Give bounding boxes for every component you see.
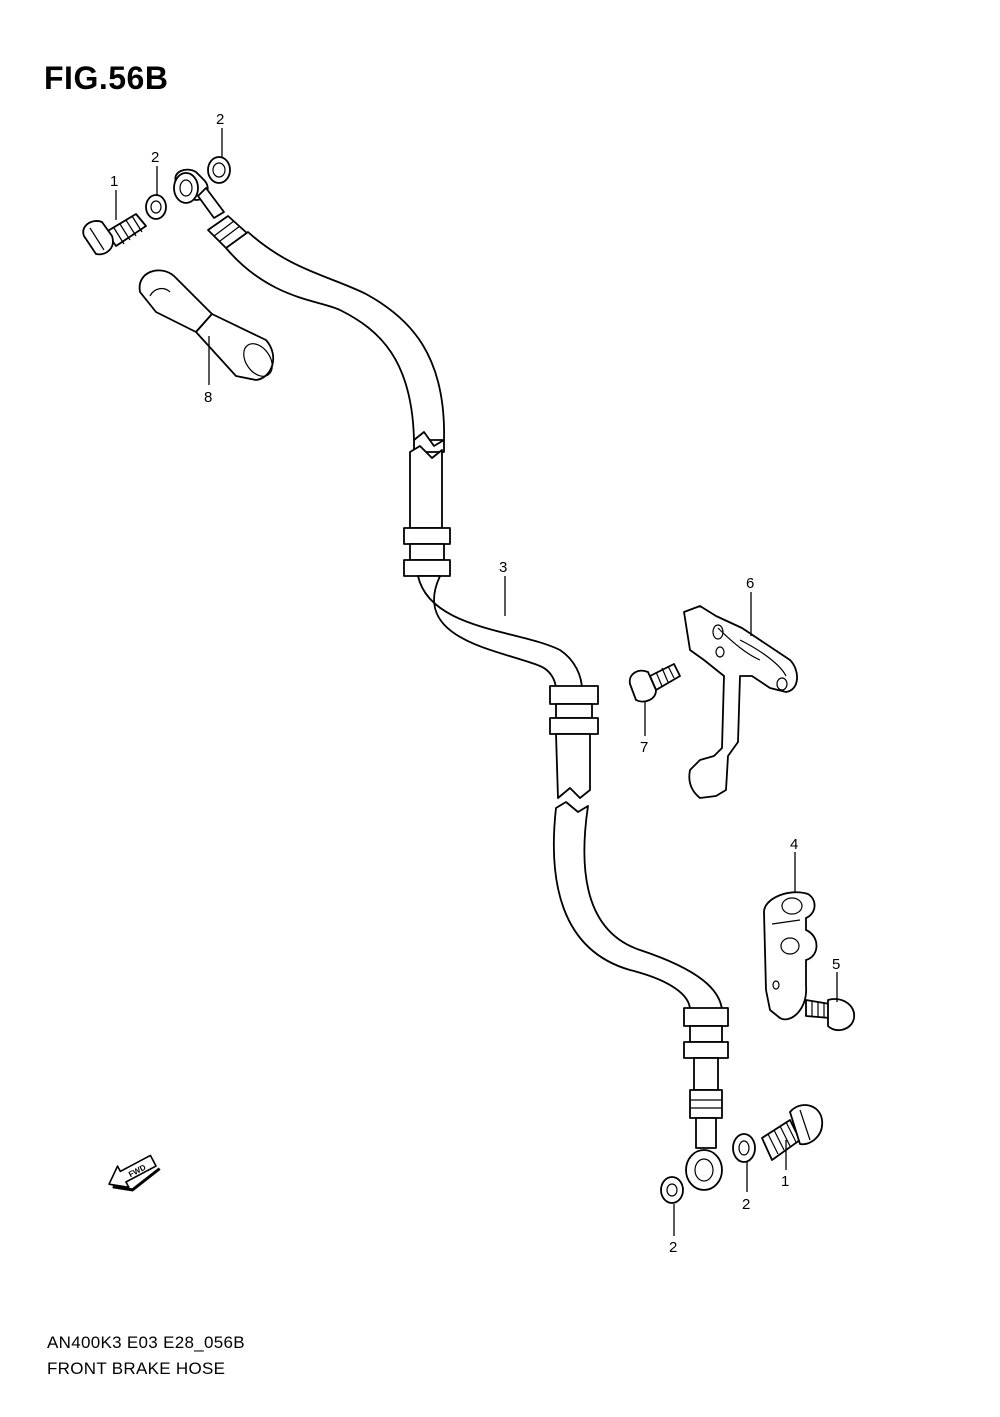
washer-top-a — [145, 194, 167, 220]
figure-name: FRONT BRAKE HOSE — [47, 1359, 226, 1378]
leader-lines — [115, 128, 838, 1236]
callout-2-top-a: 2 — [151, 149, 159, 166]
callout-6: 6 — [746, 575, 754, 592]
callout-labels: 1 2 2 8 3 6 7 4 5 1 2 2 — [110, 111, 840, 1256]
brake-hose — [173, 168, 729, 1191]
washer-top-b — [207, 156, 231, 184]
callout-3: 3 — [499, 559, 507, 576]
callout-7: 7 — [640, 739, 648, 756]
callout-2-bottom-b: 2 — [669, 1239, 677, 1256]
bolt-bracket — [628, 663, 681, 703]
callout-1-top: 1 — [110, 173, 118, 190]
banjo-bolt-top — [82, 213, 147, 256]
forward-direction-arrow-icon: FWD — [108, 1154, 161, 1192]
callout-2-bottom-a: 2 — [742, 1196, 750, 1213]
clamp-lower — [763, 891, 818, 1021]
callout-5: 5 — [832, 956, 840, 973]
bolt-clamp — [805, 998, 855, 1032]
callout-4: 4 — [790, 836, 798, 853]
clamp-bracket-upper — [683, 605, 798, 799]
hose-protector — [138, 269, 275, 381]
callout-8: 8 — [204, 389, 212, 406]
banjo-bolt-bottom — [761, 1104, 823, 1161]
washer-bottom-b — [660, 1176, 684, 1204]
callout-2-top-b: 2 — [216, 111, 224, 128]
callout-1-bottom: 1 — [781, 1173, 789, 1190]
washer-bottom-a — [732, 1133, 756, 1163]
figure-title: FIG.56B — [44, 60, 169, 96]
model-code: AN400K3 E03 E28_056B — [47, 1333, 245, 1352]
